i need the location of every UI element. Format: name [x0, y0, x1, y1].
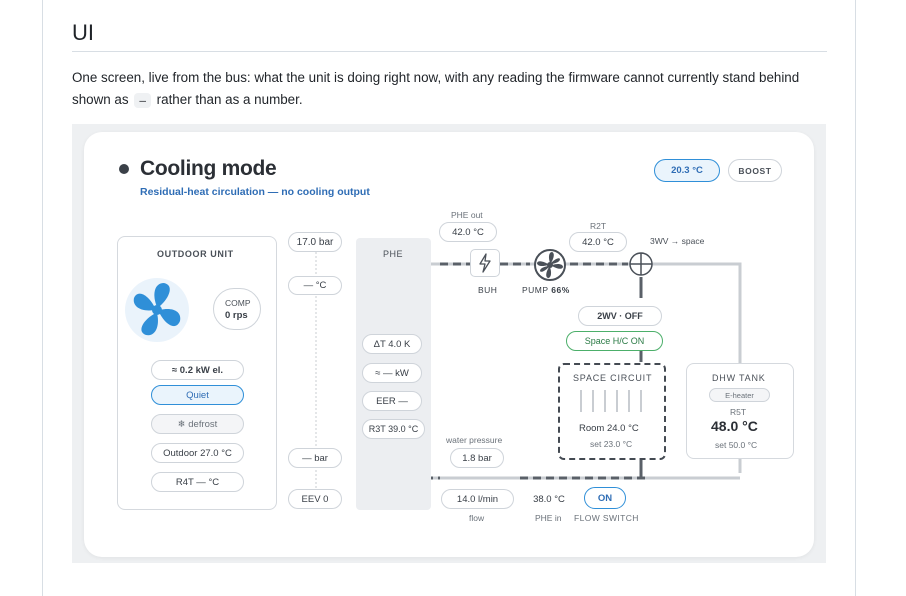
flow-rate-value: 14.0 l/min: [441, 489, 514, 509]
three-way-valve-icon[interactable]: [628, 251, 654, 277]
refrigerant-temp-pill: — °C: [288, 276, 342, 295]
phe-eer: EER —: [362, 391, 422, 411]
phe-out-label: PHE out: [451, 210, 483, 220]
compressor-label: COMP: [225, 298, 251, 308]
two-way-valve-pill: 2WV · OFF: [578, 306, 662, 326]
outdoor-unit-title: OUTDOOR UNIT: [157, 249, 234, 259]
phe-in-label: PHE in: [535, 513, 562, 523]
outdoor-temp-pill: Outdoor 27.0 °C: [151, 443, 244, 463]
phe-power: ≈ — kW: [362, 363, 422, 383]
r2t-label: R2T: [590, 221, 607, 231]
dhw-tank-title: DHW TANK: [712, 373, 766, 383]
dhw-tank-panel: [686, 363, 794, 459]
buh-label: BUH: [478, 285, 498, 295]
mode-subtitle: Residual-heat circulation — no cooling o…: [140, 186, 370, 198]
e-heater-pill: E-heater: [709, 388, 770, 402]
flow-switch-value: ON: [584, 487, 626, 509]
three-way-valve-label: 3WV → space: [650, 236, 705, 246]
setpoint-badge[interactable]: 20.3 °C: [654, 159, 720, 182]
lightning-icon: [479, 253, 491, 273]
phe-title: PHE: [383, 249, 404, 259]
inline-code-dash: –: [134, 93, 151, 108]
para-text-after: rather than as a number.: [156, 92, 303, 107]
flow-switch-label: FLOW SWITCH: [574, 513, 639, 523]
phe-r3t: R3T 39.0 °C: [362, 419, 425, 439]
boost-button[interactable]: BOOST: [728, 159, 782, 182]
radiator-icon: [580, 390, 642, 412]
space-circuit-title: SPACE CIRCUIT: [573, 373, 653, 383]
defrost-pill: ❄ defrost: [151, 414, 244, 434]
phe-in-value: 38.0 °C: [523, 489, 575, 509]
doc-paragraph: One screen, live from the bus: what the …: [72, 67, 832, 112]
r5t-label: R5T: [730, 407, 747, 417]
pump-icon: [534, 249, 566, 281]
mode-indicator-dot: [119, 164, 129, 174]
fan-icon: [125, 278, 189, 342]
compressor-value: 0 rps: [225, 310, 248, 321]
phe-delta-t: ΔT 4.0 K: [362, 334, 422, 354]
space-circuit-box: [558, 363, 666, 460]
mode-title: Cooling mode: [140, 157, 277, 180]
para-text-before: One screen, live from the bus: what the …: [72, 70, 800, 107]
room-setpoint: set 23.0 °C: [590, 439, 633, 449]
water-pressure-label: water pressure: [446, 435, 503, 445]
r2t-value: 42.0 °C: [569, 232, 627, 252]
dhw-temperature: 48.0 °C: [711, 418, 758, 434]
compressor-badge: [213, 288, 261, 330]
electrical-power-pill: ≈ 0.2 kW el.: [151, 360, 244, 380]
eev-pill: EEV 0: [288, 489, 342, 509]
pump-label: PUMP 66%: [522, 285, 570, 295]
quiet-mode-pill[interactable]: Quiet: [151, 385, 244, 405]
buh-box: [470, 249, 500, 277]
room-temperature: Room 24.0 °C: [579, 423, 639, 434]
low-pressure-pill: — bar: [288, 448, 342, 468]
high-pressure-pill: 17.0 bar: [288, 232, 342, 252]
space-hc-pill: Space H/C ON: [566, 331, 663, 351]
heading-divider: [72, 51, 827, 52]
flow-label: flow: [469, 513, 485, 523]
water-pressure-value: 1.8 bar: [450, 448, 504, 468]
r4t-pill: R4T — °C: [151, 472, 244, 492]
pump-speed: 66%: [551, 285, 570, 295]
dhw-setpoint: set 50.0 °C: [715, 440, 758, 450]
phe-out-value: 42.0 °C: [439, 222, 497, 242]
page-frame: [42, 0, 856, 596]
doc-heading: UI: [72, 20, 94, 45]
pump-label-text: PUMP: [522, 285, 549, 295]
